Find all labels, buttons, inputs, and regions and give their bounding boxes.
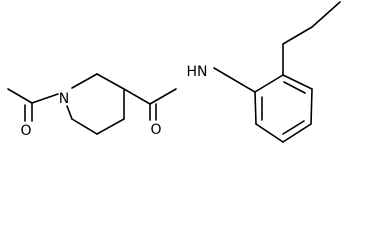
- benzene-bond-3: [282, 123, 312, 143]
- bond-carbonyl-nh: [149, 88, 177, 105]
- piperidine-ring: [66, 73, 125, 135]
- benzene-bond-5: [282, 74, 313, 90]
- atom-label-acetyl-oxygen: O: [20, 123, 31, 139]
- bond-c6-n: [66, 105, 73, 120]
- benzene-bond-3-inner: [282, 120, 305, 135]
- bond-carbonyl-ring-nitrogen: [31, 93, 59, 104]
- bond-methyl-carbonyl: [7, 88, 33, 104]
- atom-label-amide-nh: HN: [187, 64, 208, 80]
- benzene-bond-5-inner: [283, 81, 306, 94]
- ethylphenyl-group: [254, 1, 341, 143]
- acetyl-group: [7, 88, 59, 122]
- benzene-bond-2: [255, 123, 284, 143]
- chemical-structure-diagram: N O HN O: [7, 1, 341, 143]
- bond-nh-ring: [213, 67, 256, 93]
- bond-c4-c5: [96, 118, 125, 135]
- bond-ethyl-terminal: [311, 1, 341, 28]
- atom-label-amide-oxygen: O: [150, 122, 161, 138]
- bond-c5-c6: [71, 118, 98, 135]
- benzene-bond-4: [310, 88, 313, 125]
- benzene-bond-1: [254, 91, 257, 125]
- benzene-bond-6: [254, 74, 284, 93]
- bond-n-c2: [71, 73, 98, 89]
- amide-group: [123, 67, 256, 121]
- bond-ethyl-ch2-ch3: [282, 26, 313, 45]
- bond-c3-carbonyl: [123, 88, 151, 105]
- bond-c2-c3: [96, 73, 125, 90]
- atom-label-ring-nitrogen: N: [59, 91, 69, 107]
